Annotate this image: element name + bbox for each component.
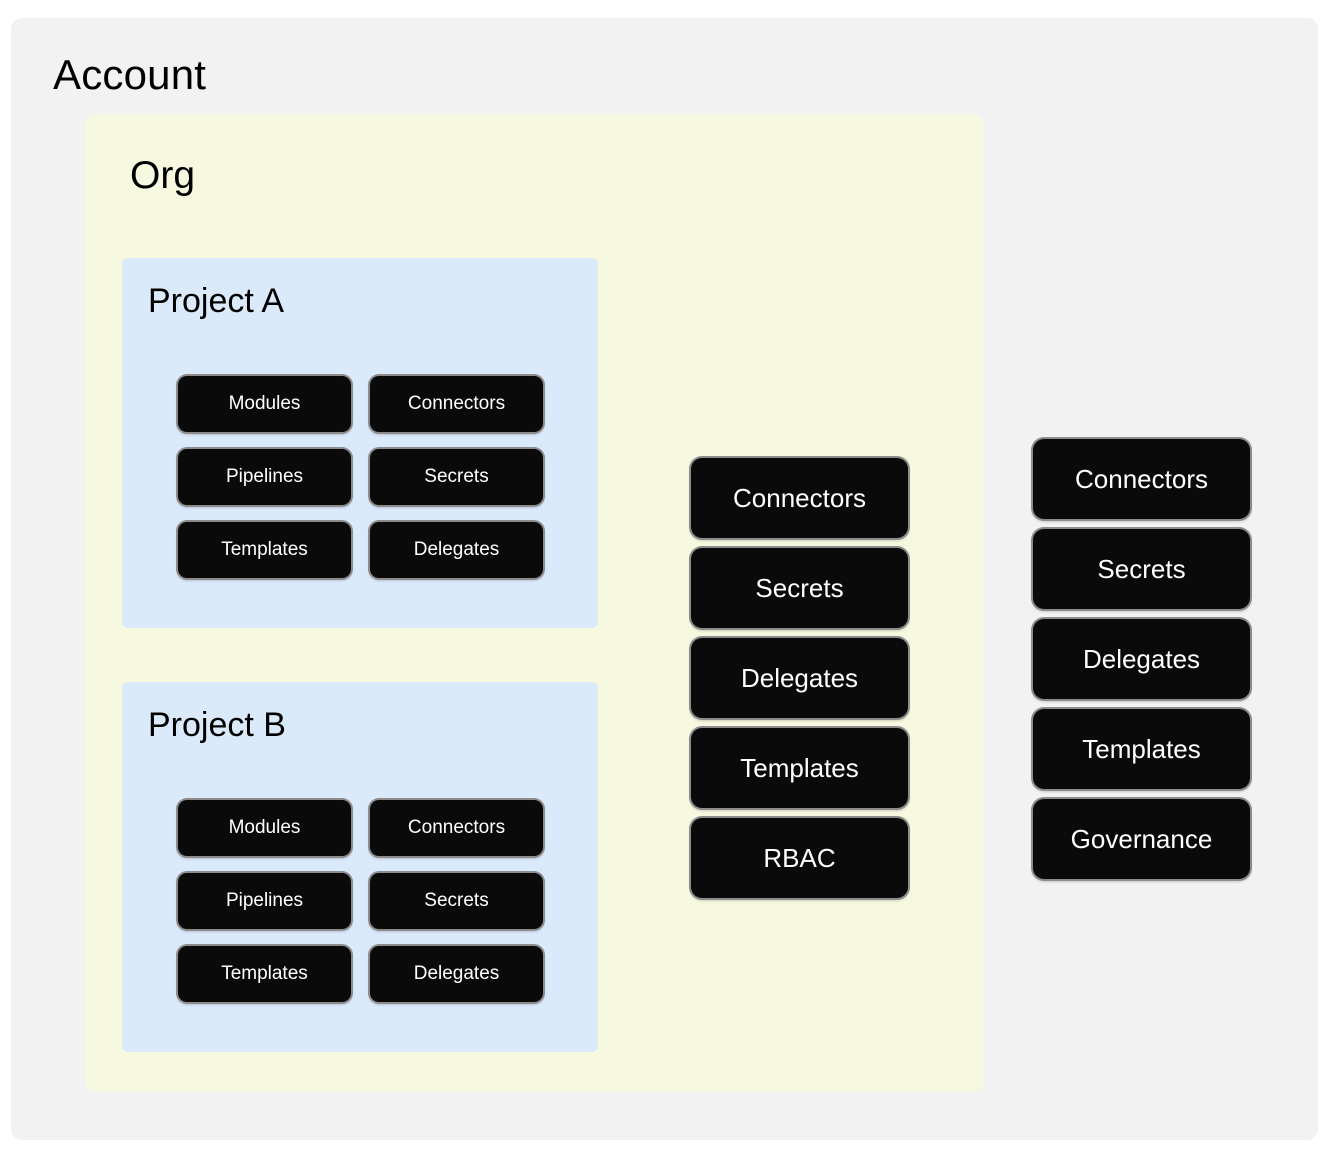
project-b-resource-grid: Modules Connectors Pipelines Secrets Tem… — [178, 800, 543, 1002]
project-b-resource-secrets[interactable]: Secrets — [370, 873, 543, 929]
project-b-resource-modules[interactable]: Modules — [178, 800, 351, 856]
org-resource-delegates[interactable]: Delegates — [691, 638, 908, 718]
org-scope-panel: Org Project A Modules Connectors Pipelin… — [85, 114, 984, 1092]
project-a-resource-pipelines[interactable]: Pipelines — [178, 449, 351, 505]
project-b-resource-connectors[interactable]: Connectors — [370, 800, 543, 856]
org-resource-rbac[interactable]: RBAC — [691, 818, 908, 898]
project-a-resource-secrets[interactable]: Secrets — [370, 449, 543, 505]
project-a-resource-delegates[interactable]: Delegates — [370, 522, 543, 578]
project-a-resource-connectors[interactable]: Connectors — [370, 376, 543, 432]
account-resource-connectors[interactable]: Connectors — [1033, 439, 1250, 519]
project-a-resource-templates[interactable]: Templates — [178, 522, 351, 578]
project-b-panel: Project B Modules Connectors Pipelines S… — [122, 682, 598, 1052]
account-scope-panel: Account Org Project A Modules Connectors… — [11, 18, 1318, 1140]
project-a-resource-grid: Modules Connectors Pipelines Secrets Tem… — [178, 376, 543, 578]
project-b-title: Project B — [148, 706, 286, 744]
account-resource-delegates[interactable]: Delegates — [1033, 619, 1250, 699]
org-resource-connectors[interactable]: Connectors — [691, 458, 908, 538]
org-resource-templates[interactable]: Templates — [691, 728, 908, 808]
project-b-resource-templates[interactable]: Templates — [178, 946, 351, 1002]
org-resource-column: Connectors Secrets Delegates Templates R… — [691, 458, 908, 898]
project-a-panel: Project A Modules Connectors Pipelines S… — [122, 258, 598, 628]
org-scope-title: Org — [130, 154, 196, 197]
account-resource-column: Connectors Secrets Delegates Templates G… — [1033, 439, 1250, 879]
account-resource-secrets[interactable]: Secrets — [1033, 529, 1250, 609]
project-a-title: Project A — [148, 282, 285, 320]
account-resource-templates[interactable]: Templates — [1033, 709, 1250, 789]
project-a-resource-modules[interactable]: Modules — [178, 376, 351, 432]
project-b-resource-pipelines[interactable]: Pipelines — [178, 873, 351, 929]
account-scope-title: Account — [53, 51, 207, 98]
org-resource-secrets[interactable]: Secrets — [691, 548, 908, 628]
project-b-resource-delegates[interactable]: Delegates — [370, 946, 543, 1002]
account-resource-governance[interactable]: Governance — [1033, 799, 1250, 879]
